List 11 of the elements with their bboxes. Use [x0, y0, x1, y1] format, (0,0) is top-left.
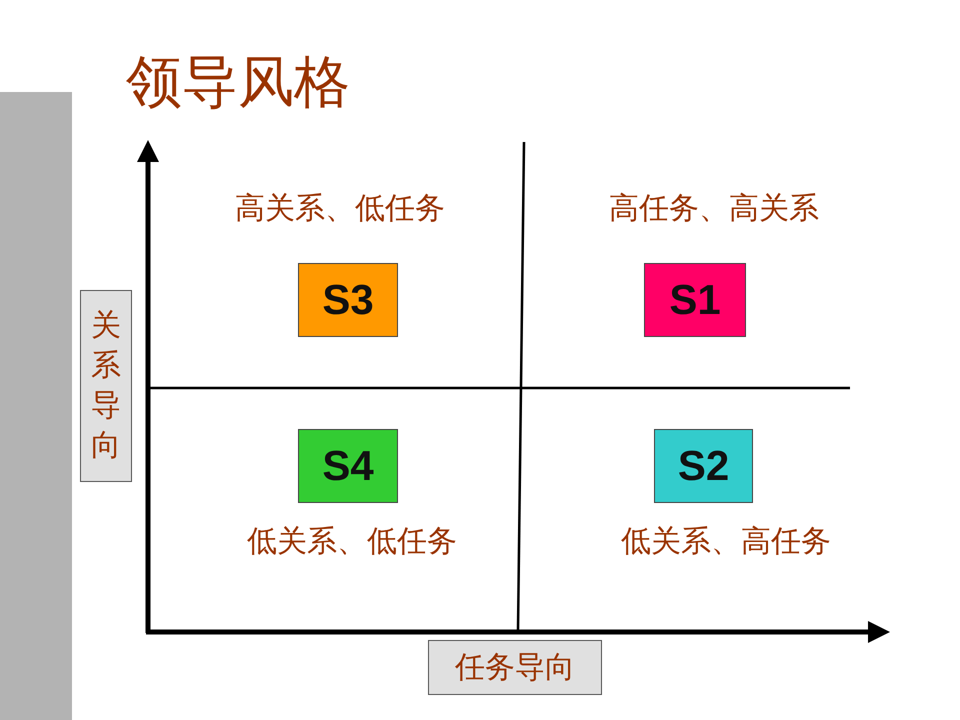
axis-label-box: 任务导向: [428, 640, 602, 695]
style-box: S1: [644, 263, 746, 337]
quadrant-label: 高关系、低任务: [235, 190, 445, 228]
style-box: S3: [298, 263, 398, 337]
style-box: S4: [298, 429, 398, 503]
quadrant-label: 低关系、低任务: [247, 523, 457, 561]
quadrant-label: 高任务、高关系: [609, 190, 819, 228]
title: 领导风格: [126, 49, 350, 117]
axis-label-box: 关系导向: [80, 290, 132, 482]
style-box: S2: [654, 429, 753, 503]
quadrant-label: 低关系、高任务: [621, 523, 831, 561]
